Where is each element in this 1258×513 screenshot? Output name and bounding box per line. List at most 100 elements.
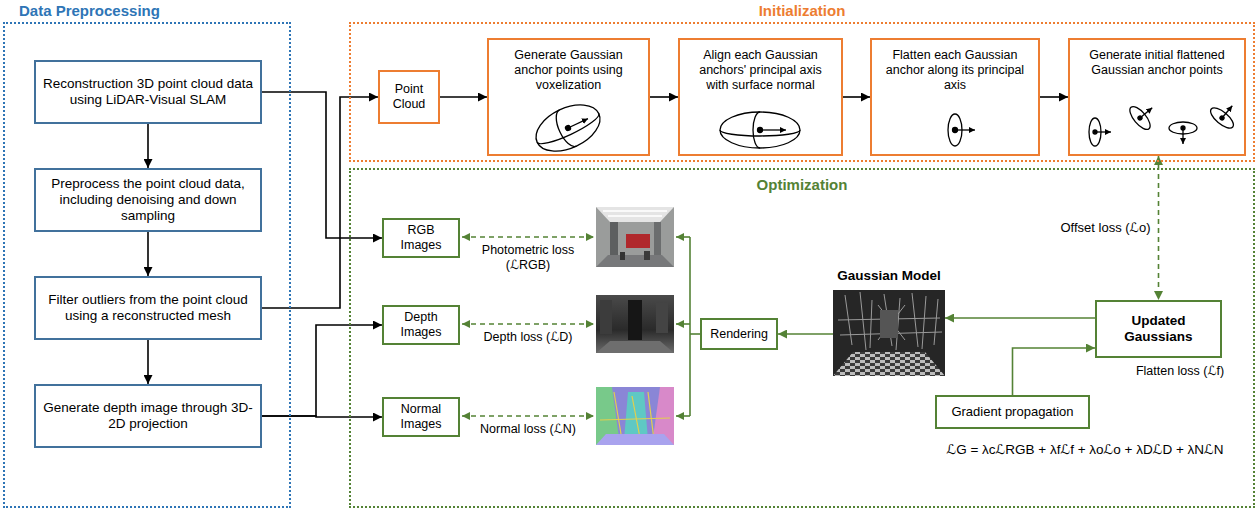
flow-arrow — [1158, 156, 1160, 300]
checker-floor — [833, 352, 945, 376]
render-arrow — [676, 323, 690, 325]
flow-arrow — [262, 416, 382, 417]
process-box: Generate depth image through 3D-2D proje… — [34, 384, 262, 448]
data-box: Depth Images — [382, 305, 460, 345]
process-box: Preprocess the point cloud data, includi… — [34, 168, 262, 232]
region-panel: InitializationPoint CloudGenerate Gaussi… — [349, 22, 1255, 162]
ceiling-lights — [603, 211, 667, 216]
box-label: Flatten each Gaussian anchor along its p… — [879, 48, 1031, 93]
flow-arrow — [945, 317, 1095, 319]
model-render: Gaussian Model — [833, 290, 945, 376]
gaussian-glyph — [529, 96, 1243, 161]
flow-arrow — [262, 92, 382, 238]
region-title: Initialization — [351, 2, 1253, 20]
floor — [596, 341, 674, 353]
axis-arrow — [1222, 106, 1232, 118]
step-box: Flatten each Gaussian anchor along its p… — [870, 38, 1040, 156]
data-box: Normal Images — [382, 397, 460, 437]
box-label: Generate Gaussian anchor points using vo… — [496, 48, 641, 93]
box-label: RGB Images — [389, 223, 453, 253]
rgb-render — [596, 207, 674, 267]
flat-ellipse — [1207, 104, 1236, 131]
process-box: Rendering — [700, 318, 778, 350]
box-label: Updated Gaussians — [1102, 313, 1215, 345]
region-title: Gaussian Model — [833, 268, 945, 284]
loss-arrow — [462, 415, 594, 417]
render-arrows — [676, 237, 700, 416]
normal-render — [596, 387, 674, 445]
image-ground — [833, 290, 945, 376]
flat-glyph — [1169, 122, 1197, 144]
image-ground — [596, 295, 674, 353]
loss-label: Depth loss (ℒD) — [478, 330, 578, 345]
object — [644, 251, 650, 260]
input-box: Point Cloud — [378, 70, 440, 124]
ellipsoid-glyph — [720, 112, 800, 148]
depth-render — [596, 295, 674, 353]
flow-arrow — [262, 325, 382, 416]
data-box: RGB Images — [382, 218, 460, 258]
ellipsoid-meridian — [551, 110, 576, 150]
image-ground — [596, 207, 674, 267]
axis-arrow — [1140, 108, 1152, 118]
box-label: Generate initial flattened Gaussian anch… — [1077, 48, 1237, 78]
step-box: Generate initial flattened Gaussian anch… — [1068, 38, 1246, 156]
ceiling — [596, 207, 674, 222]
step-box: Align each Gaussian anchors' principal a… — [678, 38, 843, 156]
sign — [626, 234, 650, 248]
flat-glyph — [1089, 118, 1111, 146]
flow-arrow — [147, 340, 149, 384]
box-label: Depth Images — [389, 310, 453, 340]
box-label: Gradient propagation — [951, 404, 1073, 420]
flow-arrow — [262, 97, 378, 308]
box-label: Reconstruction 3D point cloud data using… — [41, 76, 255, 108]
pillar — [880, 310, 898, 338]
state-box: Updated Gaussians — [1095, 300, 1222, 358]
edge-label: Offset loss (ℒo) — [1060, 220, 1150, 236]
flow-arrow — [147, 232, 149, 276]
process-box: Gradient propagation — [935, 395, 1090, 429]
flat-glyph — [948, 114, 975, 146]
image-ground — [596, 387, 674, 445]
loss-label: Photometric loss (ℒRGB) — [478, 243, 578, 273]
floor — [596, 255, 674, 267]
step-box: Generate Gaussian anchor points using vo… — [487, 38, 650, 156]
box-label: Point Cloud — [385, 82, 433, 112]
box-label: Preprocess the point cloud data, includi… — [41, 176, 255, 225]
render-wire — [689, 237, 691, 416]
flow-arrow — [843, 96, 870, 98]
process-box: Filter outliers from the point cloud usi… — [34, 276, 262, 340]
box-label: Generate depth image through 3D-2D proje… — [41, 400, 255, 432]
flat-glyph — [1207, 97, 1243, 132]
loss-arrows — [462, 237, 594, 416]
region-title: Data Preprocessing — [19, 2, 160, 20]
box-label: Align each Gaussian anchors' principal a… — [687, 48, 834, 93]
ellipsoid-glyph — [529, 96, 608, 161]
axis-arrow — [1095, 131, 1111, 132]
render-arrow — [676, 236, 690, 238]
region-panel: Data PreprocessingReconstruction 3D poin… — [3, 22, 291, 508]
box-label: Normal Images — [389, 402, 453, 432]
normal-streaks — [600, 392, 670, 440]
axis-arrow — [760, 129, 786, 130]
loss-label: Normal loss (ℒN) — [478, 422, 578, 437]
object — [620, 252, 625, 260]
flow-arrow — [778, 333, 833, 335]
depth-band — [628, 300, 642, 340]
gaussian-render — [833, 290, 945, 376]
region-title: Optimization — [351, 176, 1253, 194]
flow-arrow — [147, 124, 149, 168]
flow-arrow — [650, 96, 678, 98]
flow-arrow — [1013, 348, 1096, 395]
ellipsoid-outline — [529, 96, 608, 161]
pillar — [610, 222, 618, 260]
loss-formula: ℒG = λcℒRGB + λfℒf + λoℒo + λDℒD + λNℒN — [925, 442, 1245, 458]
pillar — [654, 222, 661, 260]
flat-glyph — [1126, 97, 1161, 133]
ellipsoid-outline — [720, 112, 800, 148]
flow-arrow — [1040, 96, 1068, 98]
axis-arrow — [568, 119, 588, 128]
box-label: Filter outliers from the point cloud usi… — [41, 292, 255, 324]
loss-arrow — [462, 323, 594, 325]
